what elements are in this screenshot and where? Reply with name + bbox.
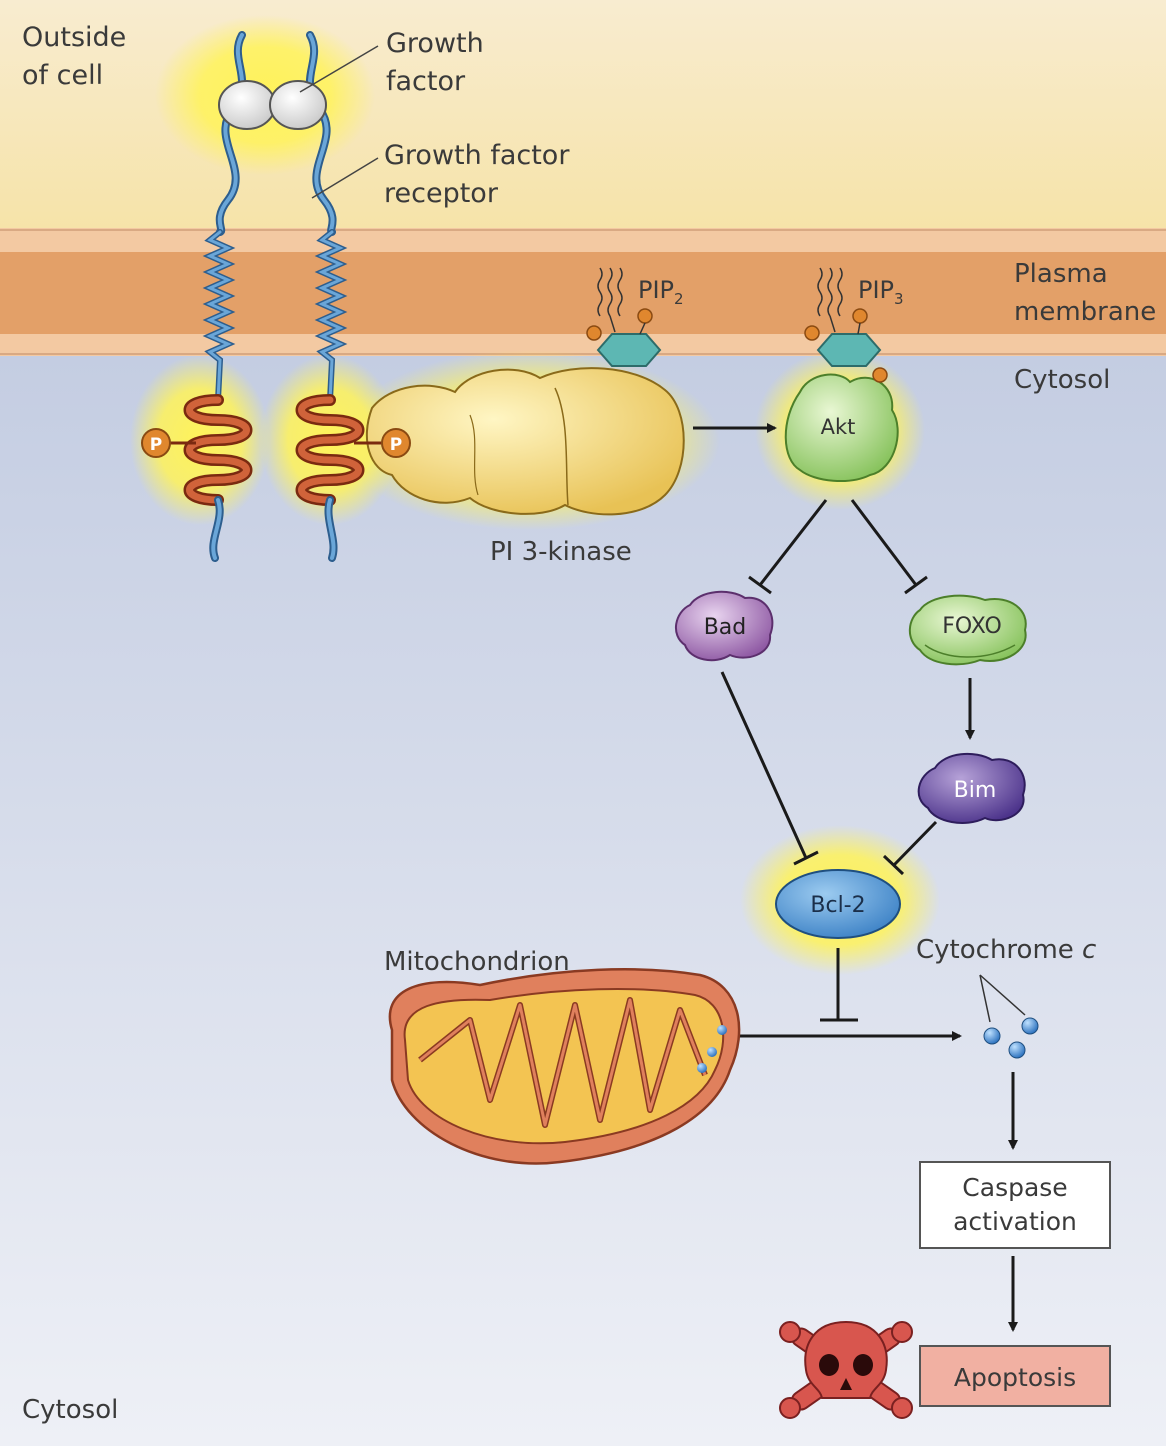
pi3-kinase — [365, 367, 685, 516]
akt-label: Akt — [821, 415, 856, 439]
bcl2-label: Bcl-2 — [810, 893, 865, 918]
outside-cell-label-line2: of cell — [22, 60, 103, 91]
phosphate-label: P — [150, 435, 162, 455]
growth-factor-receptor-right — [295, 31, 365, 562]
phosphate-right: P — [354, 428, 411, 458]
plasma-membrane-label-line1: Plasma — [1014, 259, 1108, 289]
growth-factor — [218, 80, 327, 130]
growth-factor-leader — [299, 45, 379, 93]
bim-protein: Bim — [917, 752, 1026, 824]
akt-inhibits-bad — [748, 499, 828, 595]
pip2-lipid — [586, 267, 662, 367]
plasma-membrane — [0, 252, 1166, 334]
apoptosis-box — [919, 1345, 1111, 1407]
cytochrome-c-label: Cytochrome c — [916, 935, 1096, 965]
bad-inhibits-bcl2 — [720, 671, 819, 866]
foxo-label: FOXO — [942, 614, 1002, 639]
bim-inhibits-bcl2 — [882, 820, 938, 876]
foxo-protein: FOXO — [908, 594, 1027, 666]
phosphate-left: P — [141, 428, 196, 458]
receptor-label-line2: receptor — [384, 178, 499, 209]
pi3-kinase-label: PI 3-kinase — [490, 537, 632, 567]
growth-factor-label-line1: Growth — [386, 28, 484, 59]
bad-label: Bad — [704, 615, 747, 640]
membrane-outer-leaflet — [0, 228, 1166, 252]
bcl2-inhibits-release — [820, 948, 858, 1022]
bim-label: Bim — [954, 778, 997, 803]
pip2-label: PIP2 — [638, 276, 684, 308]
pip3-label: PIP3 — [858, 276, 904, 308]
cytosol-label-top: Cytosol — [1014, 365, 1110, 395]
mitochondrion — [388, 968, 741, 1165]
cytosol-label-bottom: Cytosol — [22, 1395, 118, 1425]
receptor-leader — [311, 157, 379, 199]
plasma-membrane-label-line2: membrane — [1014, 297, 1156, 327]
skull-icon — [779, 1320, 913, 1419]
akt-inhibits-foxo — [850, 499, 928, 595]
cytosol-region — [0, 356, 1166, 1446]
growth-factor-label-line2: factor — [386, 66, 466, 97]
bad-protein: Bad — [675, 590, 774, 662]
outside-cell-label-line1: Outside — [22, 22, 126, 53]
receptor-label-line1: Growth factor — [384, 140, 570, 171]
caspase-label-line1: Caspase — [962, 1173, 1067, 1202]
caspase-label-line2: activation — [953, 1207, 1077, 1236]
akt-protein: Akt — [784, 367, 899, 482]
pip3-lipid — [804, 267, 882, 367]
apoptosis-label: Apoptosis — [954, 1363, 1076, 1392]
phosphate-label: P — [390, 435, 402, 455]
membrane-inner-leaflet — [0, 334, 1166, 356]
growth-factor-receptor-left — [183, 31, 253, 562]
mitochondrion-label: Mitochondrion — [384, 947, 570, 977]
caspase-activation-box — [919, 1161, 1111, 1249]
cytochrome-c-molecules — [979, 974, 1039, 1059]
bcl2-protein: Bcl-2 — [775, 869, 901, 939]
